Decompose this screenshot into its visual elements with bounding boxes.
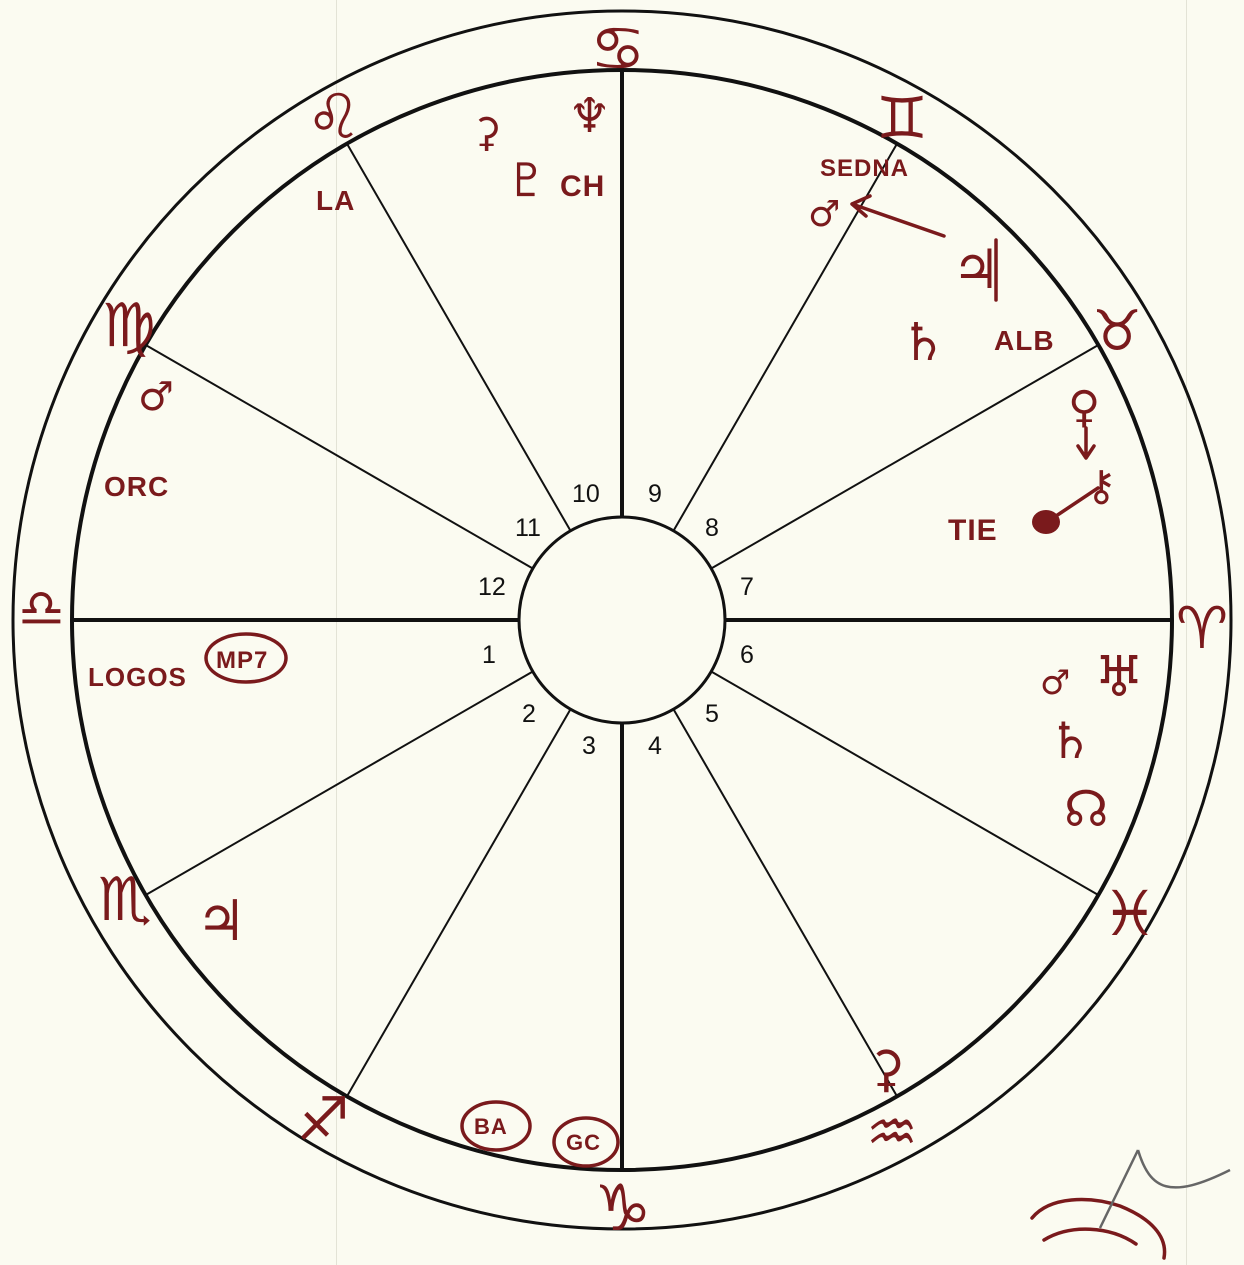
house-number-11: 11	[515, 514, 541, 542]
jupiter-icon-upper: ♃	[952, 238, 1000, 301]
house-cusp-9	[674, 709, 898, 1096]
arrow-to-sedna	[852, 196, 944, 236]
venus-icon-right: ♀	[1068, 382, 1100, 433]
aquarius-sign-icon: ♒	[866, 1098, 918, 1166]
sedna-label: SEDNA	[820, 155, 909, 182]
orc-label: ORC	[104, 471, 169, 502]
gc-label: GC	[566, 1130, 601, 1155]
aries-sign-icon: ♈	[1176, 594, 1228, 662]
uranus-icon: ♅	[1094, 645, 1144, 710]
planet-annotations: ♆ ⚳ ♇ CH LA SEDNA ♂ ♃ ♄ ALB ♀ ⚷ TIE ♂ ♅ …	[88, 88, 1144, 1166]
ch-label: CH	[560, 170, 605, 203]
house-cusp-6	[711, 345, 1098, 569]
house-number-9: 9	[648, 480, 662, 508]
alb-label: ALB	[994, 325, 1055, 356]
house-number-5: 5	[705, 700, 719, 728]
taurus-sign-icon: ♉	[1092, 299, 1142, 364]
cancer-sign-icon: ♋	[590, 12, 646, 85]
ceres-icon-lower: ⚳	[868, 1040, 905, 1098]
jupiter-icon-lower: ♃	[196, 889, 246, 954]
ba-label: BA	[474, 1114, 508, 1139]
scorpio-sign-icon: ♏	[98, 865, 152, 935]
pisces-sign-icon: ♓	[1102, 877, 1158, 950]
corner-scribble-icon	[1032, 1150, 1230, 1258]
house-number-10: 10	[572, 480, 600, 508]
house-cusp-5	[674, 144, 898, 531]
house-cusp-2	[146, 345, 533, 569]
mars-icon-lower: ♂	[1040, 663, 1070, 703]
house-number-7: 7	[740, 573, 754, 601]
house-cusp-lines	[72, 70, 1172, 1170]
saturn-icon-upper: ♄	[900, 313, 947, 373]
house-number-2: 2	[522, 700, 536, 728]
center-circle	[519, 517, 725, 723]
pluto-icon: ♇	[506, 153, 547, 207]
house-number-4: 4	[648, 732, 662, 760]
house-number-6: 6	[740, 641, 754, 669]
house-number-8: 8	[705, 514, 719, 542]
house-cusp-8	[711, 672, 1098, 896]
house-number-1: 1	[482, 641, 496, 669]
leo-sign-icon: ♌	[306, 80, 362, 153]
mars-icon-left: ♂	[138, 374, 174, 420]
virgo-sign-icon: ♍	[102, 291, 156, 361]
moon-node-icon: ☊	[1064, 780, 1108, 838]
house-number-3: 3	[582, 732, 596, 760]
libra-sign-icon: ♎	[18, 579, 65, 639]
saturn-icon-lower: ♄	[1048, 712, 1093, 770]
neptune-icon: ♆	[568, 88, 611, 144]
sagittarius-sign-icon: ♐	[296, 1085, 350, 1155]
logos-label: LOGOS	[88, 662, 187, 692]
tie-label: TIE	[948, 514, 998, 547]
ceres-icon: ⚳	[472, 110, 501, 156]
mp-label: MP7	[216, 647, 268, 674]
gemini-sign-icon: ♊	[876, 84, 928, 152]
la-label: LA	[316, 185, 355, 216]
mars-icon-upper: ♂	[808, 194, 840, 235]
capricorn-sign-icon: ♑	[594, 1172, 651, 1246]
house-cusp-11	[347, 709, 571, 1096]
house-number-12: 12	[478, 573, 506, 601]
chiron-icon: ⚷	[1086, 461, 1117, 510]
tie-dot	[1032, 510, 1060, 534]
house-cusp-12	[146, 672, 533, 896]
